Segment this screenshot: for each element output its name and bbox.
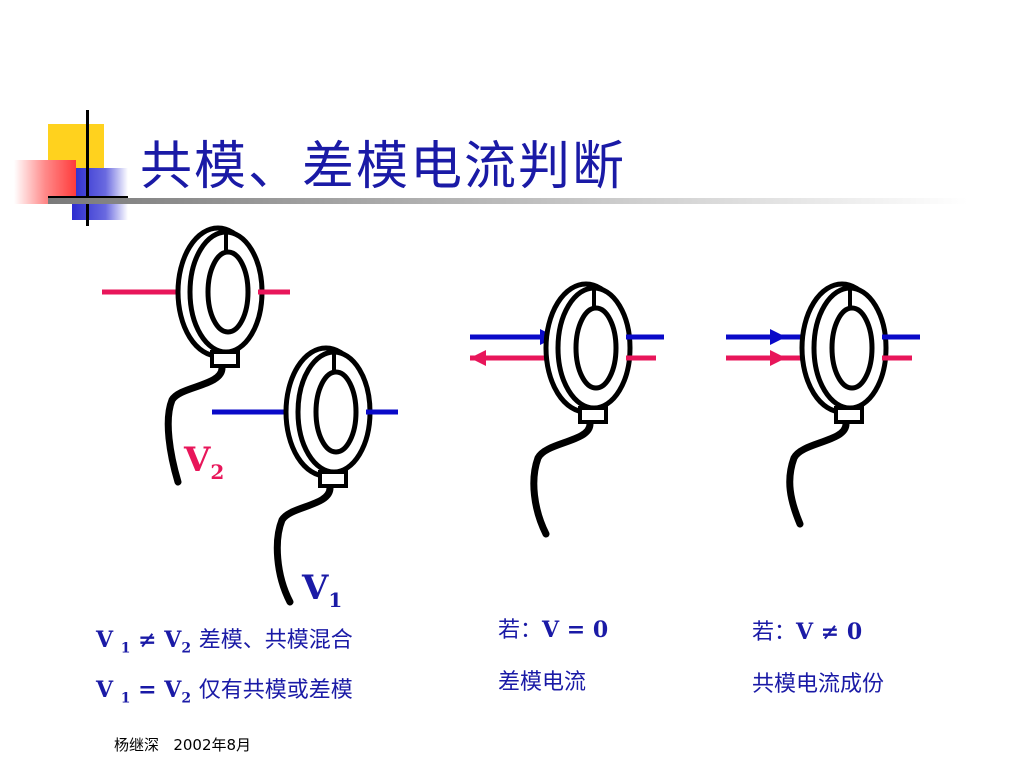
note-diff-text: 差模电流: [498, 664, 586, 696]
label-v2-main: V: [184, 440, 211, 480]
note-mixed-sub-b: 2: [181, 640, 192, 657]
note-mixed-operator: ≠: [138, 627, 157, 653]
probe-c-group: [470, 284, 664, 538]
note-mixed: V 1 ≠ V2 差模、共模混合: [96, 622, 353, 656]
label-v2: V2: [184, 440, 224, 484]
probe-a-group: [102, 228, 290, 486]
probe-c-red-arrow-left: [470, 350, 486, 366]
title-underline: [48, 198, 968, 204]
footer-author: 杨继深: [114, 736, 160, 754]
probe-d-ring: [802, 284, 886, 422]
title-deco-vertical-line: [86, 110, 89, 226]
note-common-prefix: 若：: [752, 620, 797, 645]
note-common-text: 共模电流成份: [752, 666, 884, 698]
note-mixed-v-b: V: [164, 627, 182, 653]
probe-c-cable: [530, 420, 594, 538]
note-single: V 1 = V2 仅有共模或差模: [96, 672, 353, 706]
slide-title: 共模、差模电流判断: [140, 137, 627, 197]
probe-a-cable: [164, 364, 226, 486]
probe-d-group: [726, 284, 920, 528]
probe-d-blue-arrow-right: [770, 329, 786, 345]
probe-c-ring: [546, 284, 630, 422]
probe-d-cable: [786, 420, 850, 528]
note-common-expr: V ≠ 0: [796, 619, 863, 645]
note-single-sub-b: 2: [181, 690, 192, 707]
note-mixed-v-a: V: [96, 627, 114, 653]
probe-d-red-arrow-right: [770, 350, 786, 366]
title-deco-horizontal-line: [48, 196, 128, 199]
probe-a-ring: [178, 228, 262, 366]
label-v2-sub: 2: [210, 459, 225, 484]
note-single-sub-a: 1: [120, 690, 131, 707]
note-diff-prefix: 若：: [498, 618, 543, 643]
note-mixed-text: 差模、共模混合: [198, 628, 353, 653]
note-diff-expr: V = 0: [542, 617, 609, 643]
label-v1-main: V: [302, 568, 329, 608]
probe-b-group: [212, 348, 398, 606]
note-single-v-b: V: [164, 677, 182, 703]
footer: 杨继深 2002年8月: [114, 734, 251, 755]
note-mixed-sub-a: 1: [120, 640, 131, 657]
note-common-text-value: 共模电流成份: [752, 672, 885, 697]
footer-date: 2002年8月: [173, 736, 252, 754]
note-common-condition: 若：V ≠ 0: [752, 614, 862, 646]
title-deco-blue-square: [72, 168, 128, 220]
note-single-operator: =: [138, 677, 157, 703]
label-v1-sub: 1: [328, 587, 343, 612]
note-diff-text-value: 差模电流: [498, 670, 587, 695]
label-v1: V1: [302, 568, 342, 612]
note-single-text: 仅有共模或差模: [198, 678, 353, 703]
probe-b-ring: [286, 348, 370, 486]
note-single-v-a: V: [96, 677, 114, 703]
probe-b-cable: [273, 484, 334, 606]
note-diff-condition: 若：V = 0: [498, 612, 608, 644]
